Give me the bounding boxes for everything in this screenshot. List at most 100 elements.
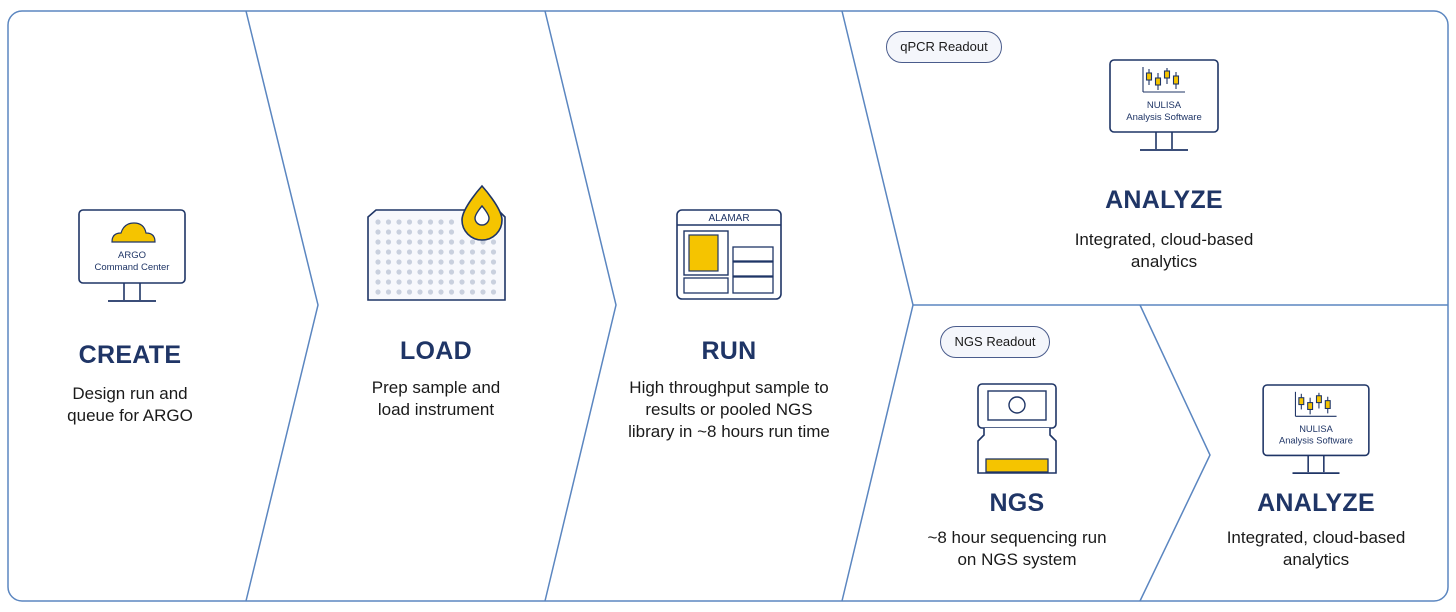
analysis-monitor-icon: NULISA Analysis Software bbox=[1262, 384, 1370, 474]
monitor-label-line1: NULISA bbox=[1299, 424, 1333, 434]
monitor-label-line2: Command Center bbox=[95, 262, 170, 273]
chevron-load-run bbox=[544, 10, 617, 602]
plate-well bbox=[448, 259, 455, 265]
qpcr-readout-badge: qPCR Readout bbox=[886, 31, 1002, 63]
plate-well bbox=[406, 249, 413, 255]
plate-well bbox=[480, 269, 486, 275]
plate-droplet-icon bbox=[367, 184, 506, 301]
plate-well bbox=[490, 279, 497, 285]
plate-well bbox=[438, 259, 444, 265]
plate-well bbox=[480, 249, 486, 255]
plate-well bbox=[469, 279, 476, 285]
plate-well bbox=[427, 279, 434, 285]
desc-line: queue for ARGO bbox=[67, 406, 193, 425]
plate-well bbox=[427, 239, 434, 245]
plate-well bbox=[448, 229, 455, 235]
desc-line: Prep sample and bbox=[371, 378, 501, 397]
desc-line: ~8 hour sequencing run bbox=[927, 528, 1107, 547]
plate-well bbox=[375, 219, 381, 225]
plate-well bbox=[448, 239, 455, 245]
plate-well bbox=[490, 269, 497, 275]
desc-line: library in ~8 hours run time bbox=[628, 422, 830, 441]
step-title-create: CREATE bbox=[78, 341, 182, 369]
plate-well bbox=[385, 229, 392, 235]
plate-well bbox=[375, 259, 381, 265]
plate-well bbox=[490, 289, 497, 295]
plate-well bbox=[438, 249, 444, 255]
plate-well bbox=[385, 259, 392, 265]
plate-well bbox=[469, 259, 476, 265]
plate-well bbox=[459, 249, 465, 255]
plate-well bbox=[438, 289, 444, 295]
plate-well bbox=[427, 249, 434, 255]
plate-well bbox=[427, 229, 434, 235]
plate-well bbox=[385, 249, 392, 255]
plate-well bbox=[459, 269, 465, 275]
plate-well bbox=[396, 279, 402, 285]
plate-well bbox=[417, 279, 423, 285]
step-title-run: RUN bbox=[701, 337, 757, 365]
plate-well bbox=[385, 219, 392, 225]
plate-well bbox=[459, 259, 465, 265]
step-desc-ngs: ~8 hour sequencing run on NGS system bbox=[907, 527, 1127, 571]
plate-well bbox=[406, 259, 413, 265]
plate-well bbox=[438, 229, 444, 235]
instrument-label: ALAMAR bbox=[708, 213, 749, 224]
desc-line: analytics bbox=[1282, 550, 1350, 569]
plate-well bbox=[480, 279, 486, 285]
plate-well bbox=[427, 259, 434, 265]
plate-well bbox=[417, 249, 423, 255]
plate-well bbox=[375, 289, 381, 295]
plate-well bbox=[438, 269, 444, 275]
chevron-ngs-analyze bbox=[1139, 304, 1211, 602]
desc-line: Integrated, cloud-based bbox=[1074, 230, 1254, 249]
plate-well bbox=[490, 249, 497, 255]
desc-line: High throughput sample to bbox=[629, 378, 829, 397]
desc-line: load instrument bbox=[377, 400, 495, 419]
plate-well bbox=[385, 279, 392, 285]
plate-well bbox=[406, 279, 413, 285]
plate-well bbox=[385, 289, 392, 295]
step-desc-create: Design run and queue for ARGO bbox=[20, 383, 240, 427]
step-desc-analyze-ngs: Integrated, cloud-based analytics bbox=[1204, 527, 1428, 571]
monitor-label-line2: Analysis Software bbox=[1126, 112, 1202, 123]
plate-well bbox=[375, 229, 381, 235]
desc-line: Design run and bbox=[72, 384, 188, 403]
plate-well bbox=[459, 239, 465, 245]
plate-well bbox=[438, 219, 444, 225]
desc-line: Integrated, cloud-based bbox=[1226, 528, 1406, 547]
plate-well bbox=[385, 239, 392, 245]
plate-well bbox=[396, 269, 402, 275]
plate-well bbox=[438, 239, 444, 245]
plate-well bbox=[385, 269, 392, 275]
plate-well bbox=[396, 219, 402, 225]
plate-well bbox=[375, 269, 381, 275]
step-desc-run: High throughput sample to results or poo… bbox=[609, 377, 849, 443]
plate-well bbox=[396, 259, 402, 265]
step-title-ngs: NGS bbox=[989, 489, 1045, 517]
plate-well bbox=[406, 219, 413, 225]
plate-well bbox=[406, 239, 413, 245]
plate-well bbox=[396, 289, 402, 295]
plate-well bbox=[417, 219, 423, 225]
plate-well bbox=[459, 289, 465, 295]
plate-well bbox=[406, 269, 413, 275]
plate-well bbox=[448, 269, 455, 275]
plate-well bbox=[396, 229, 402, 235]
plate-well bbox=[375, 249, 381, 255]
plate-well bbox=[480, 259, 486, 265]
monitor-label-line1: NULISA bbox=[1147, 100, 1182, 111]
monitor-label-line1: ARGO bbox=[118, 250, 146, 261]
desc-line: on NGS system bbox=[957, 550, 1077, 569]
plate-well bbox=[469, 269, 476, 275]
sequencer-icon bbox=[977, 383, 1057, 474]
plate-well bbox=[448, 279, 455, 285]
plate-well bbox=[448, 289, 455, 295]
plate-well bbox=[448, 219, 455, 225]
plate-well bbox=[480, 289, 486, 295]
plate-well bbox=[417, 289, 423, 295]
plate-well bbox=[490, 239, 497, 245]
plate-well bbox=[417, 259, 423, 265]
desc-line: results or pooled NGS bbox=[645, 400, 813, 419]
